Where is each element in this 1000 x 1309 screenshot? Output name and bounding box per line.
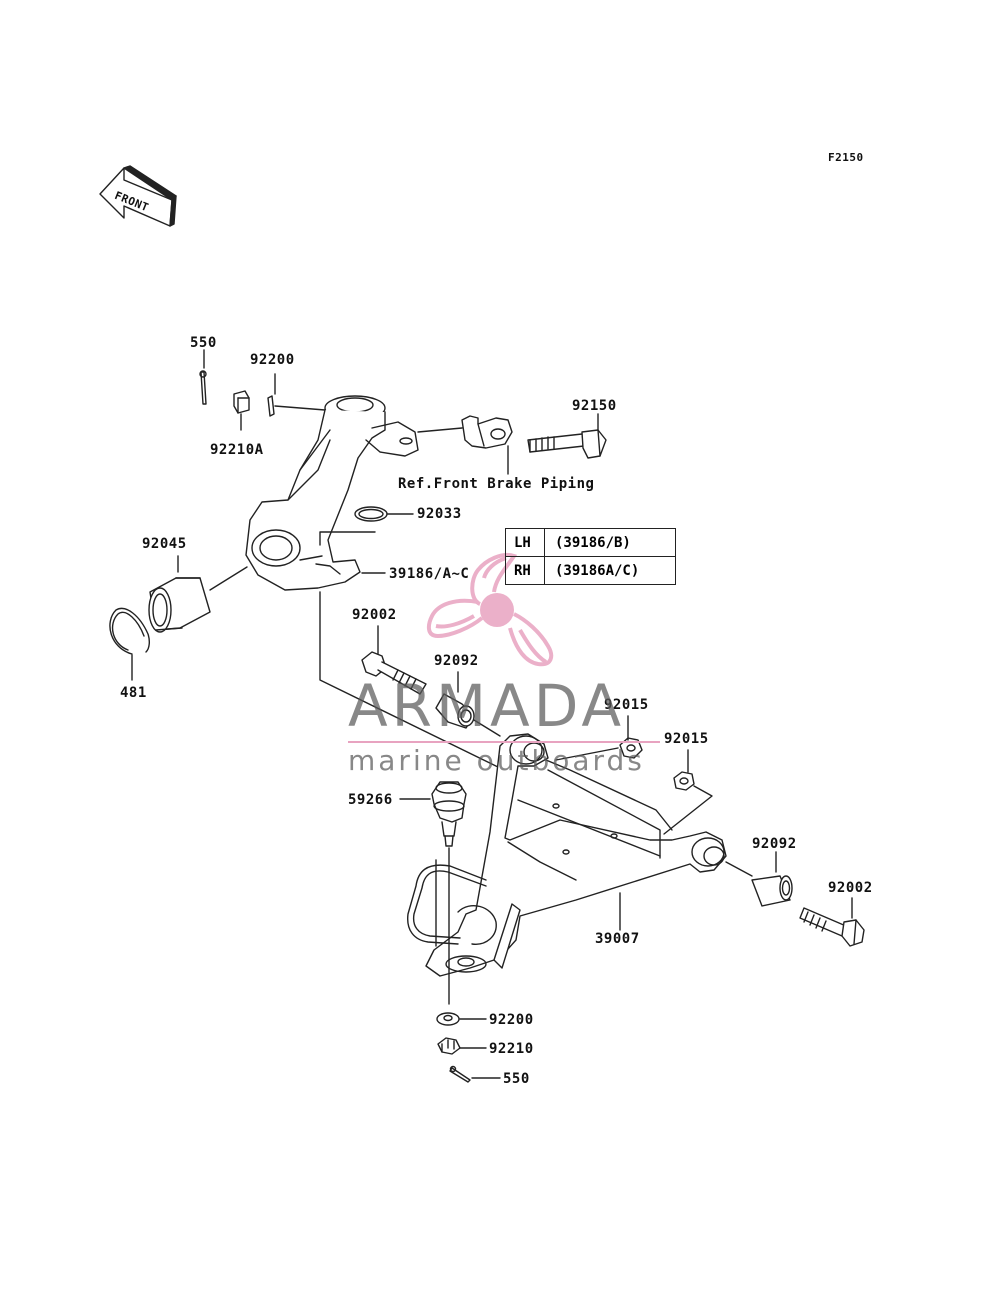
table-row: RH (39186A/C) — [505, 556, 676, 585]
callout-washer-top: 92200 — [250, 352, 295, 368]
variant-table: LH (39186/B) RH (39186A/C) — [505, 528, 676, 585]
callout-bolt-brake: 92150 — [572, 398, 617, 414]
table-cell-part: (39186/B) — [544, 528, 676, 557]
callout-cotter-pin-top: 550 — [190, 335, 217, 351]
snap-ring-481 — [109, 607, 151, 655]
callout-bushing-right: 92092 — [752, 836, 797, 852]
ref-note: Ref.Front Brake Piping — [398, 476, 595, 492]
bolt-92150 — [527, 429, 607, 459]
callout-washer-bottom: 92200 — [489, 1012, 534, 1028]
callout-nut-upper: 92015 — [604, 697, 649, 713]
table-row: LH (39186/B) — [505, 528, 676, 557]
table-cell-part: (39186A/C) — [544, 556, 676, 585]
callout-cotter-pin-bottom: 550 — [503, 1071, 530, 1087]
steering-knuckle — [245, 395, 419, 591]
watermark-tagline: marine outboards — [348, 744, 645, 777]
callout-nut-top: 92210A — [210, 442, 264, 458]
bolt-92002-upper — [361, 651, 427, 695]
table-cell-side: RH — [505, 556, 545, 585]
callout-bolt-right: 92002 — [828, 880, 873, 896]
callout-bolt-upper: 92002 — [352, 607, 397, 623]
ball-joint — [431, 781, 467, 847]
figure-code: F2150 — [828, 151, 864, 164]
callout-bearing: 92045 — [142, 536, 187, 552]
callout-snap-ring: 481 — [120, 685, 147, 701]
front-arrow-icon — [99, 165, 177, 227]
armada-logo-icon — [426, 553, 554, 667]
bolt-92002-right — [799, 907, 865, 947]
callout-ring: 92033 — [417, 506, 462, 522]
nut-top — [233, 390, 250, 414]
nut-92015-right — [673, 771, 695, 791]
callout-a-arm: 39007 — [595, 931, 640, 947]
callout-nut-bottom: 92210 — [489, 1041, 534, 1057]
callout-bushing-upper: 92092 — [434, 653, 479, 669]
callout-ball-joint: 59266 — [348, 792, 393, 808]
washer-top — [267, 395, 275, 417]
table-cell-side: LH — [505, 528, 545, 557]
bushing-92092-right — [751, 875, 793, 907]
bearing-92045 — [148, 577, 211, 633]
cotter-pin-top — [199, 370, 207, 405]
callout-nut-right: 92015 — [664, 731, 709, 747]
ring-92033 — [354, 506, 388, 522]
washer-bottom — [436, 1012, 460, 1026]
watermark-brand: ARMADA — [348, 672, 626, 740]
nut-bottom — [437, 1037, 461, 1055]
brake-bracket — [461, 415, 513, 449]
cotter-pin-bottom — [449, 1065, 471, 1083]
a-arm — [425, 733, 727, 977]
bushing-92092-upper — [435, 693, 475, 729]
callout-knuckle: 39186/A~C — [389, 566, 470, 582]
